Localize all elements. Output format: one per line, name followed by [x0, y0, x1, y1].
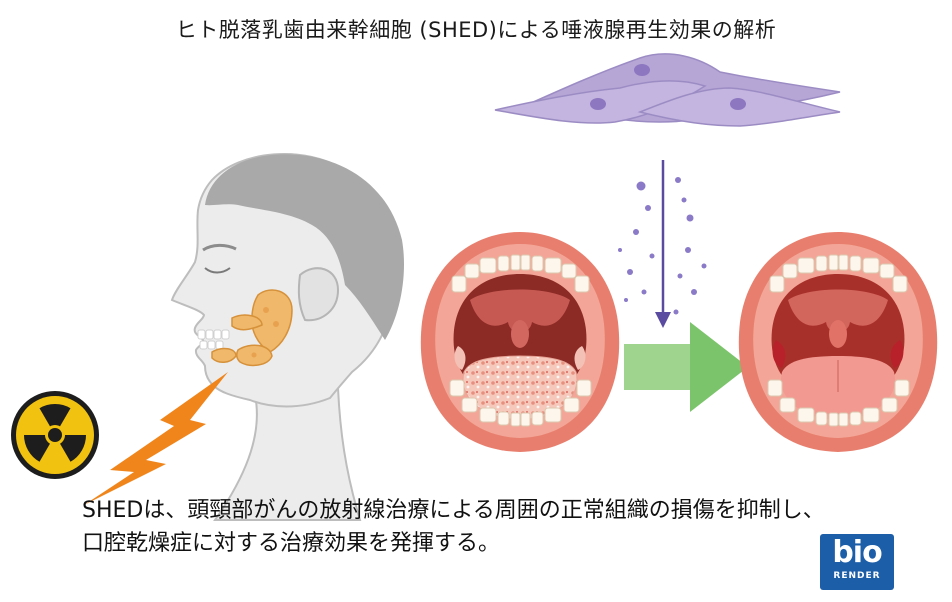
nucleus	[590, 98, 606, 110]
soft-palate	[788, 289, 888, 333]
arrow-right-icon	[624, 322, 748, 412]
lower-teeth	[449, 379, 592, 427]
mouth-dry	[420, 232, 620, 452]
ear	[297, 267, 340, 322]
caption: SHEDは、頭頸部がんの放射線治療による周囲の正常組織の損傷を抑制し、 口腔乾燥…	[82, 494, 942, 560]
eyebrow	[202, 243, 237, 252]
nucleus	[730, 98, 746, 110]
diagram-title: ヒト脱落乳歯由来幹細胞 (SHED)による唾液腺再生効果の解析	[175, 18, 777, 42]
neck	[213, 386, 362, 521]
teeth	[197, 329, 230, 350]
secreted-particles	[618, 177, 707, 315]
down-arrow-head	[655, 312, 671, 328]
hair	[205, 154, 405, 340]
upper-teeth	[769, 254, 908, 293]
uvula	[829, 320, 847, 348]
radiation-icon	[11, 391, 99, 479]
uvula	[511, 320, 529, 348]
caption-line-2: 口腔乾燥症に対する治療効果を発揮する。	[82, 531, 501, 556]
mouth-healthy	[738, 232, 938, 452]
soft-palate	[470, 289, 570, 333]
closed-eye	[204, 267, 231, 274]
biorender-logo-render: RENDER	[833, 571, 881, 581]
lower-teeth	[767, 379, 910, 427]
healthy-tonsil	[890, 340, 904, 368]
upper-teeth	[451, 254, 590, 293]
stem-cells-icon	[494, 53, 841, 127]
nucleus	[634, 64, 650, 76]
head-profile	[170, 153, 405, 521]
biorender-logo-bio: bio	[832, 535, 882, 570]
lightning-icon	[84, 372, 228, 505]
biorender-logo: bio RENDER	[820, 534, 894, 590]
healthy-tonsil	[772, 340, 786, 368]
dry-tonsil	[454, 346, 466, 370]
salivary-glands	[211, 289, 293, 367]
dry-tonsil	[574, 346, 586, 370]
caption-line-1: SHEDは、頭頸部がんの放射線治療による周囲の正常組織の損傷を抑制し、	[82, 498, 825, 523]
